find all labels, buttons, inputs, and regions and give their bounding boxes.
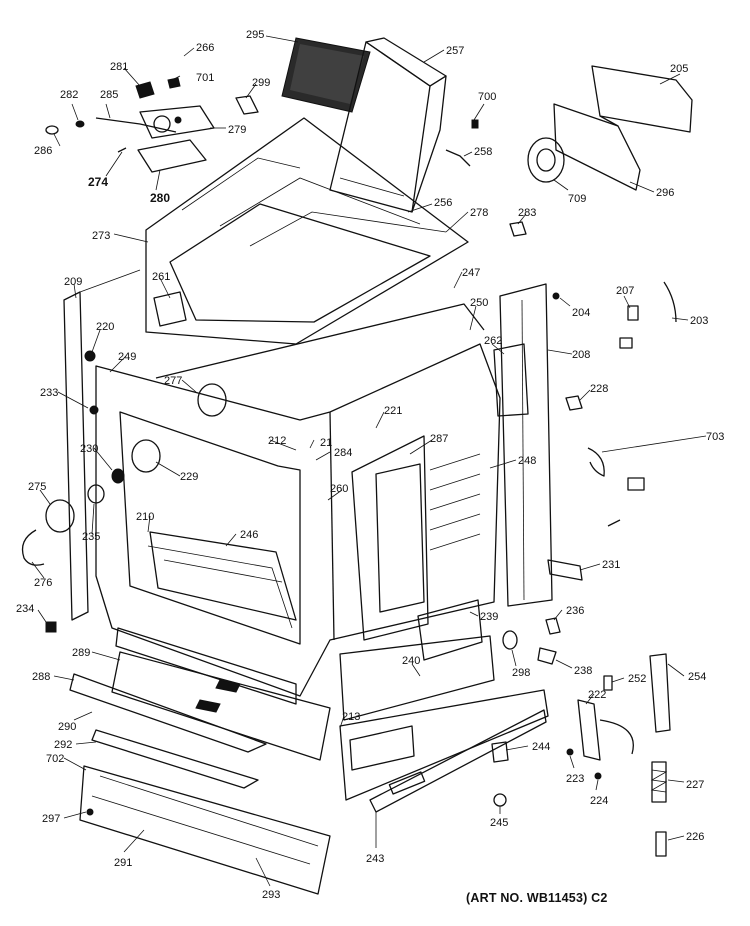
callout-709: 709	[568, 193, 586, 205]
callout-245: 245	[490, 817, 508, 829]
callout-254: 254	[688, 671, 706, 683]
manifold-240	[339, 599, 549, 813]
callout-290: 290	[58, 721, 76, 733]
callout-292: 292	[54, 739, 72, 751]
callout-224: 224	[590, 795, 608, 807]
callout-298: 298	[512, 667, 530, 679]
callout-282: 282	[60, 89, 78, 101]
callout-262: 262	[484, 335, 502, 347]
part-drawings	[21, 37, 693, 895]
callout-295: 295	[246, 29, 264, 41]
callout-229: 229	[180, 471, 198, 483]
callout-234: 234	[16, 603, 34, 615]
valve-assembly-279	[45, 77, 259, 173]
callout-231: 231	[602, 559, 620, 571]
callout-248: 248	[518, 455, 536, 467]
callout-257: 257	[446, 45, 464, 57]
callout-247: 247	[462, 267, 480, 279]
small-parts-right	[86, 281, 677, 857]
callout-233: 233	[40, 387, 58, 399]
drawer-bottom-291	[69, 627, 331, 895]
callout-238: 238	[574, 665, 592, 677]
oven-light-275	[21, 350, 105, 633]
callout-260: 260	[330, 483, 348, 495]
callout-293: 293	[262, 889, 280, 901]
callout-204: 204	[572, 307, 590, 319]
callout-283: 283	[518, 207, 536, 219]
callout-221: 221	[384, 405, 402, 417]
callout-222: 222	[588, 689, 606, 701]
callout-244: 244	[532, 741, 550, 753]
callout-285: 285	[100, 89, 118, 101]
insulation-pad-295	[281, 37, 371, 113]
side-panel-208	[493, 283, 583, 607]
leader-lines	[31, 35, 707, 887]
callout-289: 289	[72, 647, 90, 659]
callout-223: 223	[566, 773, 584, 785]
callout-213: 213	[342, 711, 360, 723]
callout-220: 220	[96, 321, 114, 333]
callout-288: 288	[32, 671, 50, 683]
callout-208: 208	[572, 349, 590, 361]
callout-701: 701	[196, 72, 214, 84]
callout-266: 266	[196, 42, 214, 54]
callout-279: 279	[228, 124, 246, 136]
back-panel-205	[445, 65, 693, 237]
callout-278: 278	[470, 207, 488, 219]
callout-258: 258	[474, 146, 492, 158]
callout-212: 212	[268, 435, 286, 447]
callout-210: 210	[136, 511, 154, 523]
callout-21: 21	[320, 437, 332, 449]
callout-274: 274	[88, 175, 108, 189]
callout-297: 297	[42, 813, 60, 825]
callout-205: 205	[670, 63, 688, 75]
callout-256: 256	[434, 197, 452, 209]
callout-203: 203	[690, 315, 708, 327]
callout-299: 299	[252, 77, 270, 89]
callout-235: 235	[82, 531, 100, 543]
callout-287: 287	[430, 433, 448, 445]
callout-281: 281	[110, 61, 128, 73]
callout-284: 284	[334, 447, 352, 459]
callout-277: 277	[164, 375, 182, 387]
callout-207: 207	[616, 285, 634, 297]
callout-246: 246	[240, 529, 258, 541]
callout-226: 226	[686, 831, 704, 843]
callout-286: 286	[34, 145, 52, 157]
callout-280: 280	[150, 191, 170, 205]
callout-230: 230	[80, 443, 98, 455]
callout-276: 276	[34, 577, 52, 589]
callout-703: 703	[706, 431, 724, 443]
callout-250: 250	[470, 297, 488, 309]
callout-261: 261	[152, 271, 170, 283]
callout-249: 249	[118, 351, 136, 363]
callout-291: 291	[114, 857, 132, 869]
oven-body	[95, 303, 501, 697]
flue-duct-257	[329, 37, 447, 213]
callout-252: 252	[628, 673, 646, 685]
callout-702: 702	[46, 753, 64, 765]
callout-labels: 295 257 266 281 701 299 282 285 279 286 …	[16, 29, 724, 901]
callout-227: 227	[686, 779, 704, 791]
callout-273: 273	[92, 230, 110, 242]
callout-209: 209	[64, 276, 82, 288]
side-panel-209	[63, 269, 141, 621]
cooktop-273	[145, 117, 469, 345]
callout-296: 296	[656, 187, 674, 199]
callout-243: 243	[366, 853, 384, 865]
callout-275: 275	[28, 481, 46, 493]
callout-240: 240	[402, 655, 420, 667]
callout-228: 228	[590, 383, 608, 395]
callout-239: 239	[480, 611, 498, 623]
callout-236: 236	[566, 605, 584, 617]
art-number-caption: (ART NO. WB11453) C2	[466, 891, 608, 905]
callout-700: 700	[478, 91, 496, 103]
